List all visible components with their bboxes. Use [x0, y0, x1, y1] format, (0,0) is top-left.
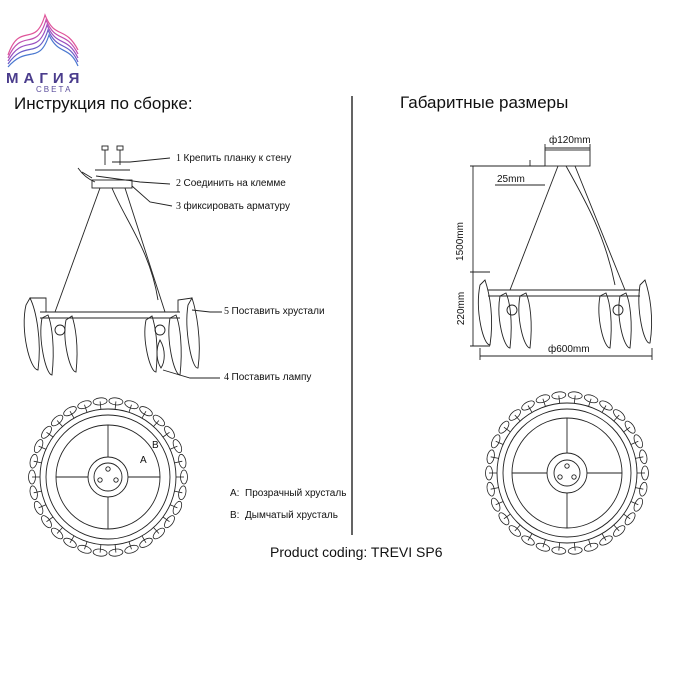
crystal-stem [99, 401, 102, 410]
crystal-stem [153, 420, 160, 427]
crystal-stem [46, 516, 54, 523]
crystal-stem [495, 501, 504, 506]
dimensions-title: Габаритные размеры [400, 93, 569, 112]
crystal-stem [153, 527, 160, 534]
crystal-stem [162, 431, 170, 438]
crystal-stem [613, 524, 620, 532]
dim-diameter: ф600mm [548, 344, 590, 355]
crystal-stem [490, 456, 499, 459]
dim-canopy-height: 25mm [497, 174, 525, 185]
crystal-stem [169, 445, 178, 450]
assembly-top-view [39, 408, 177, 546]
crystal-stem [56, 527, 63, 534]
crystal-stem [174, 460, 183, 464]
brand-tagline: СВЕТА [36, 85, 73, 94]
crystal-stem [128, 541, 132, 550]
crystal-ring-left [28, 397, 188, 557]
crystal-stem [33, 490, 42, 494]
crystal-stem [141, 535, 147, 544]
assembly-side-view [23, 145, 222, 379]
brand-name: МАГИЯ [6, 70, 85, 87]
crystal-stem [114, 401, 117, 410]
crystal-stem [162, 516, 170, 523]
crystal-stem [623, 426, 631, 433]
step-2: 2 Соединить на клемме [176, 178, 286, 189]
dimensions-side-view [470, 144, 653, 360]
crystal-stem [84, 404, 88, 413]
crystal-stem [601, 533, 607, 541]
crystal-stem [38, 504, 47, 509]
step-1: 1 Крепить планку к стену [176, 153, 292, 164]
step-5: 5 Поставить хрустали [224, 306, 325, 317]
assembly-title: Инструкция по сборке: [14, 94, 193, 113]
crystal-stem [169, 504, 178, 509]
crystal-stem [46, 431, 54, 438]
crystal-stem [174, 490, 183, 494]
crystal-stem [114, 544, 117, 553]
crystal-stem [128, 404, 132, 413]
crystal-stem [635, 456, 644, 459]
crystal-stem [69, 535, 75, 544]
crystal-stem [490, 487, 499, 490]
crystal-stem [527, 405, 533, 413]
crystal-stem [495, 440, 504, 445]
crystal-stem [630, 440, 639, 445]
crystal-stem [33, 460, 42, 464]
dim-drop: 1500mm [454, 222, 466, 261]
crystal-stem [558, 395, 561, 404]
crystal-stem [514, 414, 521, 422]
step-3: 3 фиксировать арматуру [176, 201, 290, 212]
crystal-stem [588, 398, 592, 407]
crystal-stem [56, 420, 63, 427]
crystal-stem [141, 410, 147, 419]
dim-height: 220mm [456, 291, 468, 326]
crystal-stem [514, 524, 521, 532]
crystal-stem [69, 410, 75, 419]
crystal-stem [38, 445, 47, 450]
legend-b: B: Дымчатый хрусталь [230, 510, 338, 521]
crystal-stem [623, 513, 631, 520]
dimensions-top-view [496, 402, 638, 544]
crystal-stem [84, 541, 88, 550]
crystal-stem [613, 414, 620, 422]
crystal-stem [573, 395, 576, 404]
crystal-stem [503, 513, 511, 520]
crystal-stem [99, 544, 102, 553]
crystal-stem [588, 539, 592, 548]
crystal-ring-right [485, 391, 649, 555]
crystal-stem [630, 501, 639, 506]
crystal-stem [542, 539, 546, 548]
crystal-stem [635, 487, 644, 490]
crystal-stem [601, 405, 607, 413]
crystal-stem [542, 398, 546, 407]
dim-canopy: ф120mm [549, 135, 591, 146]
step-4: 4 Поставить лампу [224, 372, 312, 383]
label-b: B [152, 440, 159, 451]
crystal-stem [503, 426, 511, 433]
crystal-stem [527, 533, 533, 541]
crystal-stem [558, 542, 561, 551]
crystal-stem [573, 542, 576, 551]
label-a: A [140, 455, 147, 466]
legend-a: A: Прозрачный хрусталь [230, 488, 347, 499]
product-coding: Product coding: TREVI SP6 [270, 544, 443, 560]
